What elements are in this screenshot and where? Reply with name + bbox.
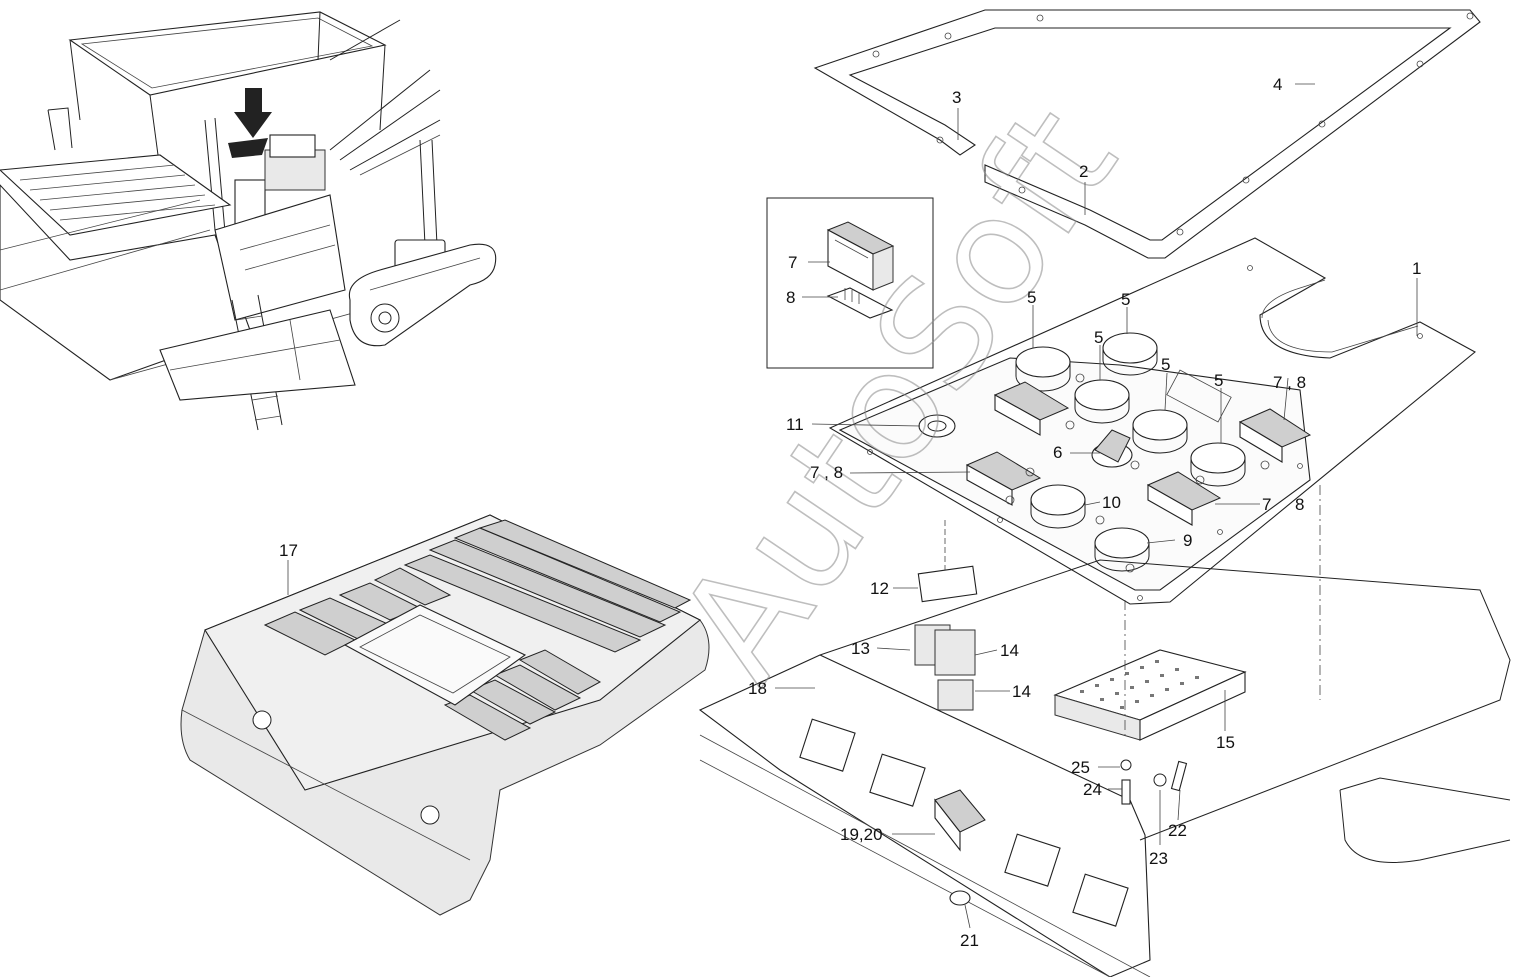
callout-13: 13 (851, 639, 870, 658)
terminal-block-part-15 (1053, 649, 1247, 741)
callout-15: 15 (1216, 733, 1235, 752)
cover-ribs (263, 519, 692, 741)
callout-19-20: 19,20 (840, 825, 883, 844)
callout-17: 17 (279, 541, 298, 560)
callout-4: 4 (1273, 75, 1282, 94)
callout-25: 25 (1071, 758, 1090, 777)
callout-8-bottom: 8 (1295, 495, 1304, 514)
console-cover-part-17 (180, 514, 710, 916)
callout-18: 18 (748, 679, 767, 698)
callout-22: 22 (1168, 821, 1187, 840)
callout-8-inset: 8 (786, 288, 795, 307)
leader-lines (287, 83, 1418, 929)
callout-5b: 5 (1121, 290, 1130, 309)
gasket-frame-part-2 (813, 9, 1481, 259)
callout-14a: 14 (1000, 641, 1019, 660)
callout-1: 1 (1412, 259, 1421, 278)
callout-6: 6 (1053, 443, 1062, 462)
rocker-switches-part-7 (965, 381, 1312, 526)
callout-5c: 5 (1094, 328, 1103, 347)
callout-10: 10 (1102, 493, 1121, 512)
callout-7-bottom: 7 (1262, 495, 1271, 514)
callout-5d: 5 (1161, 355, 1170, 374)
callout-12: 12 (870, 579, 889, 598)
selector-switch-part-6 (1091, 429, 1133, 468)
callout-2: 2 (1079, 162, 1088, 181)
console-housing-part-18 (698, 485, 1511, 977)
rotary-knobs-part-5 (1015, 332, 1246, 572)
callout-5e: 5 (1214, 371, 1223, 390)
callout-9: 9 (1183, 531, 1192, 550)
callout-24: 24 (1083, 780, 1102, 799)
switch-detail-inset (766, 197, 934, 369)
callout-5a: 5 (1027, 288, 1036, 307)
callout-23: 23 (1149, 849, 1168, 868)
callout-7-inset: 7 (788, 253, 797, 272)
callout-7-8-left: 7 , 8 (810, 463, 843, 482)
callout-21: 21 (960, 931, 979, 950)
callout-7-8-right: 7 , 8 (1273, 373, 1306, 392)
callout-11: 11 (786, 415, 804, 434)
location-arrow-icon (234, 88, 272, 138)
machine-overview-illustration (0, 11, 497, 431)
control-panel-plate-part-1 (828, 237, 1476, 605)
switch-holders-parts-12-14 (914, 520, 978, 711)
callout-3: 3 (952, 88, 961, 107)
callout-labels: 1 2 3 4 5 5 5 5 5 6 7 8 7 , 8 7 , 8 7 8 … (279, 75, 1421, 950)
callout-14b: 14 (1012, 682, 1031, 701)
